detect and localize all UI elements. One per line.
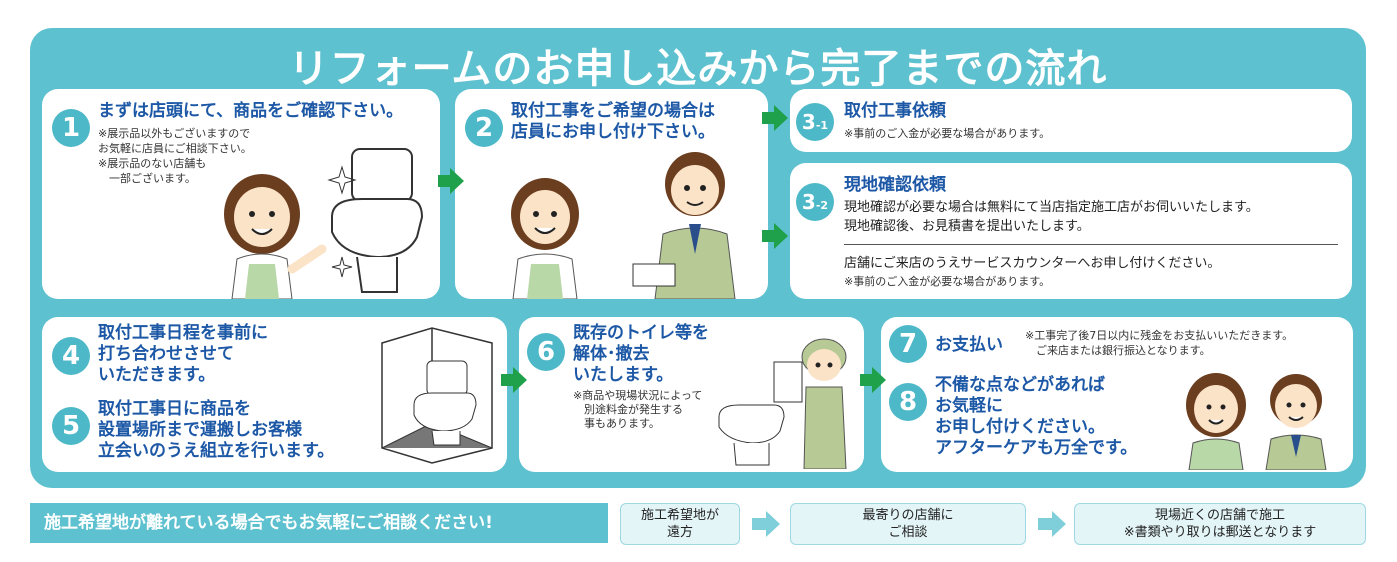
step-6-note-0: ※商品や現場状況によって — [573, 389, 703, 402]
page-title: リフォームのお申し込みから完了までの流れ — [288, 46, 1108, 92]
step-3-2-body-2: 店舗にご来店のうえサービスカウンターへお申し付けください。 — [844, 256, 1221, 271]
step-7-note-1: ご来店または銀行振込となります。 — [1025, 344, 1211, 357]
step-1-card: 1 まずは店頭にて、商品をご確認下さい。 ※展示品以外もございますので お気軽に… — [42, 89, 440, 299]
step-6-number: 6 — [527, 333, 565, 371]
step-1-note-0: ※展示品以外もございますので — [98, 127, 251, 140]
remote-site-line-0: 施工希望地が — [640, 508, 719, 523]
woman-illustration — [224, 174, 327, 299]
step-4-heading-0: 取付工事日程を事前に — [98, 323, 268, 343]
step-8-number: 8 — [889, 383, 927, 421]
step-2-heading-0: 取付工事をご希望の場合は — [511, 101, 715, 121]
nearest-store-line-1: ご相談 — [888, 525, 928, 540]
arrow-1-to-2 — [438, 168, 464, 194]
step-3-1-card: 3-1 取付工事依頼 ※事前のご入金が必要な場合があります。 — [790, 89, 1352, 152]
step-3-2-heading: 現地確認依頼 — [844, 175, 946, 195]
nearest-store-box: 最寄りの店舗に ご相談 — [790, 503, 1026, 545]
step-5-heading-1: 設置場所まで運搬しお客様 — [98, 420, 302, 440]
staff-illustration — [632, 152, 736, 299]
step-6-note-1: 別途料金が発生する — [573, 403, 683, 416]
step-3-2-body-0: 現地確認が必要な場合は無料にて当店指定施工店がお伺いいたします。 — [844, 200, 1259, 215]
arrow-2-to-3-1 — [762, 105, 788, 131]
step-3-2-body-1: 現地確認後、お見積書を提出いたします。 — [844, 219, 1090, 234]
step-4-number: 4 — [52, 337, 90, 375]
step-1-note-3: 一部ございます。 — [98, 172, 196, 185]
step-7-note-0: ※工事完了後7日以内に残金をお支払いいただきます。 — [1025, 329, 1294, 342]
arrow-6-to-7 — [860, 367, 886, 393]
worker-illustration — [718, 338, 847, 469]
step-6-card: 6 既存のトイレ等を 解体･撤去 いたします。 ※商品や現場状況によって 別途料… — [519, 317, 864, 472]
step-1-note-2: ※展示品のない店舗も — [98, 157, 207, 170]
blue-arrow-1 — [752, 511, 780, 537]
arrow-5-to-6 — [501, 367, 527, 393]
step-1-note-1: お気軽に店員にご相談下さい。 — [98, 142, 252, 155]
local-store-line-1: ※書類やり取りは郵送となります — [1123, 525, 1317, 540]
step-2-number: 2 — [465, 109, 503, 147]
step-7-heading: お支払い — [935, 335, 1003, 355]
step-3-1-number: 3-1 — [796, 103, 834, 141]
arrow-2-to-3-2 — [762, 223, 788, 249]
customer-illustration — [511, 178, 579, 299]
step-7-number: 7 — [889, 325, 927, 363]
step-3-1-heading: 取付工事依頼 — [844, 101, 946, 121]
remote-consultation-banner: 施工希望地が離れている場合でもお気軽にご相談ください! — [30, 503, 608, 543]
local-store-box: 現場近くの店舗で施工 ※書類やり取りは郵送となります — [1074, 503, 1366, 545]
step-8-heading-1: お気軽に — [935, 396, 1003, 416]
step-2-heading-1: 店員にお申し付け下さい。 — [511, 122, 715, 142]
step-6-heading-0: 既存のトイレ等を — [573, 323, 709, 343]
blue-arrow-2 — [1038, 511, 1066, 537]
step-7-8-card: 7 お支払い ※工事完了後7日以内に残金をお支払いいただきます。 ご来店または銀… — [881, 317, 1353, 472]
step-3-2-note: ※事前のご入金が必要な場合があります。 — [844, 275, 1051, 288]
step-5-heading-2: 立会いのうえ組立を行います。 — [98, 441, 335, 461]
couple-illustration — [1186, 373, 1327, 470]
step-5-number: 5 — [52, 407, 90, 445]
step-8-heading-2: お申し付けください。 — [935, 417, 1105, 437]
local-store-line-0: 現場近くの店舗で施工 — [1154, 508, 1285, 523]
step-1-heading: まずは店頭にて、商品をご確認下さい。 — [98, 101, 404, 121]
step-4-heading-1: 打ち合わせさせて — [98, 344, 234, 364]
step-3-1-note: ※事前のご入金が必要な場合があります。 — [844, 127, 1051, 140]
remote-site-line-1: 遠方 — [666, 525, 693, 540]
step-8-heading-0: 不備な点などがあれば — [935, 375, 1105, 395]
step-8-heading-3: アフターケアも万全です。 — [935, 438, 1138, 458]
installed-toilet-illustration — [381, 327, 493, 464]
remote-site-box: 施工希望地が 遠方 — [620, 503, 740, 545]
toilet-illustration — [327, 148, 424, 293]
step-2-card: 2 取付工事をご希望の場合は 店員にお申し付け下さい。 — [455, 89, 768, 299]
step-4-5-card: 4 取付工事日程を事前に 打ち合わせさせて いただきます。 5 取付工事日に商品… — [42, 317, 507, 472]
step-6-heading-2: いたします。 — [573, 365, 674, 385]
step-3-2-number: 3-2 — [796, 183, 834, 221]
step-3-2-divider — [844, 244, 1338, 245]
step-6-heading-1: 解体･撤去 — [573, 344, 650, 364]
step-1-number: 1 — [52, 109, 90, 147]
nearest-store-line-0: 最寄りの店舗に — [862, 508, 954, 523]
step-4-heading-2: いただきます。 — [98, 365, 216, 385]
step-3-2-card: 3-2 現地確認依頼 現地確認が必要な場合は無料にて当店指定施工店がお伺いいたし… — [790, 163, 1352, 299]
step-5-heading-0: 取付工事日に商品を — [98, 399, 251, 419]
step-6-note-2: 事もあります。 — [573, 417, 660, 430]
